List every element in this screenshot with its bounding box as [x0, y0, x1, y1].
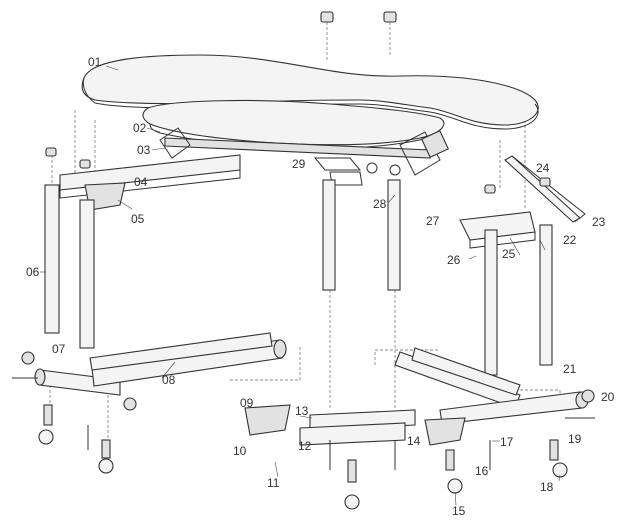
label-20: 20	[601, 390, 615, 404]
label-26: 26	[447, 253, 461, 267]
legs	[44, 147, 553, 376]
top-caps	[320, 11, 397, 23]
label-25: 25	[502, 247, 516, 261]
label-15: 15	[452, 504, 466, 518]
label-05: 05	[131, 212, 145, 226]
label-27: 27	[426, 214, 440, 228]
label-07: 07	[52, 342, 66, 356]
label-08: 08	[162, 373, 176, 387]
label-17: 17	[500, 435, 514, 449]
label-22: 22	[563, 233, 577, 247]
label-16: 16	[475, 464, 489, 478]
label-19: 19	[568, 432, 582, 446]
label-02: 02	[133, 121, 147, 135]
label-12: 12	[298, 439, 312, 453]
label-10: 10	[233, 444, 247, 458]
label-11: 11	[267, 476, 280, 490]
right-base	[394, 347, 595, 425]
label-14: 14	[407, 434, 421, 448]
label-13: 13	[295, 404, 309, 418]
casters	[38, 404, 568, 510]
label-04: 04	[134, 175, 148, 189]
label-24: 24	[536, 161, 550, 175]
label-03: 03	[137, 143, 151, 157]
label-06: 06	[26, 265, 40, 279]
label-21: 21	[563, 362, 577, 376]
bolts	[12, 377, 595, 470]
right-bracket	[459, 211, 536, 249]
label-01: 01	[88, 55, 102, 69]
label-23: 23	[592, 215, 606, 229]
left-base	[21, 332, 287, 411]
center-base	[244, 404, 466, 446]
label-28: 28	[373, 197, 387, 211]
leader-lines	[40, 65, 581, 506]
label-18: 18	[540, 480, 554, 494]
label-29: 29	[292, 157, 306, 171]
top-frame	[159, 127, 450, 186]
label-09: 09	[240, 396, 254, 410]
assembly-guide-lines	[49, 22, 561, 440]
